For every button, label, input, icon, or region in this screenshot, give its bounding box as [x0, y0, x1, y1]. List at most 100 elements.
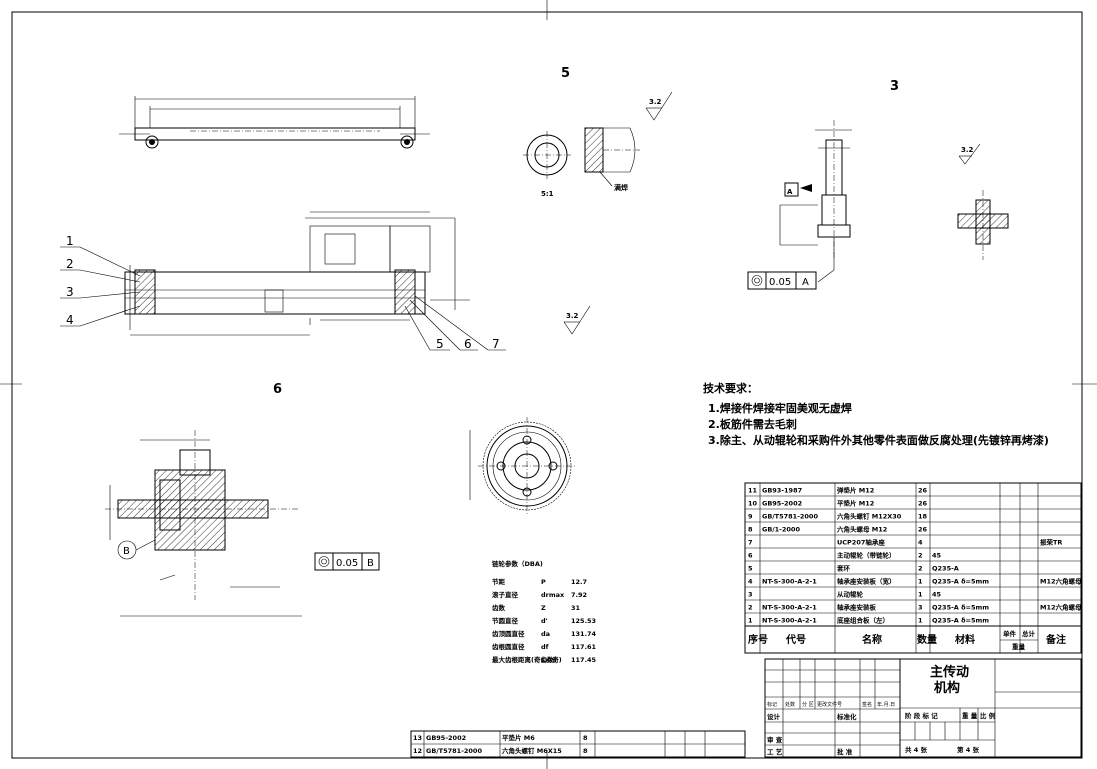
- title-line-2: 机构: [934, 680, 960, 696]
- bom-cell-qty: 3: [918, 604, 923, 612]
- sprocket-front-view: [469, 417, 576, 515]
- revision-header: 标记: [767, 701, 777, 708]
- bom-cell-note: M12六角螺母: [1040, 577, 1082, 586]
- revision-header: 分 区: [802, 701, 814, 708]
- side-view-top: [119, 96, 430, 149]
- sprocket-param-name: 节圆直径: [492, 616, 519, 625]
- bom-cell-name: 六角头螺母 M12: [837, 525, 887, 534]
- bom-cell-name: 轴承座安装板: [837, 603, 877, 612]
- revision-header: 处数: [785, 701, 795, 708]
- sprocket-params-title: 链轮参数（DBA): [491, 559, 543, 568]
- tolerance-value-b: 0.05: [336, 558, 358, 569]
- bom-cell-name: UCP207轴承座: [837, 538, 885, 547]
- bom-header-no: 序号: [748, 633, 768, 646]
- sprocket-param-value: 117.45: [571, 656, 597, 664]
- bom-cell-code: GB/1-2000: [762, 526, 800, 534]
- bom-cell-material: 45: [932, 552, 942, 560]
- tb-sheet-no: 第 4 张: [957, 745, 980, 754]
- bom-cell-material: Q235-A: [932, 565, 959, 573]
- sprocket-param-value: 125.53: [571, 617, 596, 625]
- tb-review: 审 查: [767, 735, 783, 744]
- assembly-plan-view: [60, 211, 506, 351]
- bom-cell-no: 5: [748, 565, 753, 573]
- bom-header-weight: 重量: [1012, 642, 1026, 651]
- bom-cell-name: 六角头螺钉 M12X30: [837, 512, 902, 521]
- tech-req-item-1: 1.焊接件焊接牢固美观无虚焊: [708, 401, 852, 415]
- weld-note: 满焊: [614, 183, 628, 192]
- bom-cell-no: 11: [748, 487, 758, 495]
- sprocket-param-value: 12.7: [571, 578, 587, 586]
- revision-header: 年.月.日: [877, 701, 895, 708]
- tech-req-item-3: 3.除主、从动辊轮和采购件外其他零件表面做反腐处理(先镀锌再烤漆): [708, 433, 1049, 447]
- shaft-detail: [779, 120, 1009, 283]
- title-line-1: 主传动: [930, 664, 969, 680]
- view-label-3: 3: [890, 79, 899, 94]
- tb-design: 设计: [767, 712, 781, 721]
- tolerance-datum-a: A: [802, 277, 809, 288]
- roughness-value: 3.2: [961, 146, 974, 154]
- bom-cell-qty: 1: [918, 617, 923, 625]
- bom-header-qty: 数量: [917, 633, 937, 646]
- tb-scale: 比 例: [980, 711, 996, 720]
- sprocket-param-symbol: da: [541, 630, 550, 638]
- bom-cell-note: M12六角螺母: [1040, 603, 1082, 612]
- revision-headers: 标记处数分 区更改文件号签名年.月.日: [767, 701, 895, 708]
- bom-lower-cell-qty: 8: [583, 747, 588, 755]
- bom-lower-cell-code: GB/T5781-2000: [426, 747, 482, 755]
- tolerance-frame-a: [747, 271, 817, 290]
- tolerance-value-a: 0.05: [769, 277, 791, 288]
- bom-cell-code: NT-S-300-A-2-1: [762, 578, 817, 586]
- sprocket-param-symbol: P: [541, 578, 546, 586]
- bom-cell-qty: 1: [918, 591, 923, 599]
- revision-header: 签名: [862, 701, 872, 708]
- bom-cell-material: 45: [932, 591, 942, 599]
- callout-2: 2: [66, 257, 74, 271]
- bom-cell-name: 平垫片 M12: [837, 499, 874, 508]
- callout-4: 4: [66, 313, 74, 327]
- bom-cell-no: 1: [748, 617, 753, 625]
- sprocket-param-symbol: Z: [541, 604, 546, 612]
- bom-header-code: 代号: [785, 633, 806, 646]
- bom-cell-name: 主动辊轮（带链轮）: [837, 551, 896, 560]
- tb-approve: 批 准: [837, 747, 853, 756]
- bom-lower-cell-no: 12: [413, 747, 422, 755]
- datum-a-label: A: [787, 188, 793, 196]
- bom-header-name: 名称: [862, 633, 882, 646]
- bom-cell-code: NT-S-300-A-2-1: [762, 617, 817, 625]
- bom-cell-no: 2: [748, 604, 753, 612]
- bom-cell-material: Q235-A δ=5mm: [932, 604, 989, 612]
- bom-lower-cell-name: 平垫片 M6: [502, 733, 535, 742]
- sprocket-param-symbol: Lx(奇): [541, 655, 562, 664]
- roughness-symbol: [563, 305, 591, 335]
- bom-cell-qty: 4: [918, 539, 923, 547]
- bom-cell-code: GB93-1987: [762, 487, 802, 495]
- roughness-value: 3.2: [649, 98, 662, 106]
- bom-cell-no: 6: [748, 552, 753, 560]
- bom-cell-name: 套环: [837, 564, 851, 573]
- bom-cell-no: 10: [748, 500, 758, 508]
- tb-process: 工 艺: [767, 747, 783, 756]
- roughness-symbol: [958, 143, 981, 165]
- sprocket-param-name: 滚子直径: [492, 590, 519, 599]
- tech-req-item-2: 2.板筋件需去毛刺: [708, 417, 797, 431]
- tb-weight: 重 量: [962, 711, 978, 720]
- bom-cell-material: Q235-A δ=5mm: [932, 617, 989, 625]
- sprocket-param-symbol: d': [541, 617, 548, 625]
- bom-cell-no: 8: [748, 526, 753, 534]
- sprocket-param-symbol: drmax: [541, 591, 565, 599]
- bom-cell-name: 弹垫片 M12: [837, 486, 874, 495]
- bom-lower-cell-code: GB95-2002: [426, 734, 466, 742]
- bom-lower-table: [410, 730, 746, 758]
- bom-cell-no: 3: [748, 591, 753, 599]
- bom-cell-material: Q235-A δ=5mm: [932, 578, 989, 586]
- tb-stage: 阶 段 标 记: [905, 711, 938, 720]
- sprocket-param-value: 31: [571, 604, 581, 612]
- bom-header-mat: 材料: [955, 633, 975, 646]
- sprocket-param-name: 齿根圆直径: [492, 642, 525, 651]
- callout-7: 7: [492, 337, 500, 351]
- bom-cell-qty: 18: [918, 513, 928, 521]
